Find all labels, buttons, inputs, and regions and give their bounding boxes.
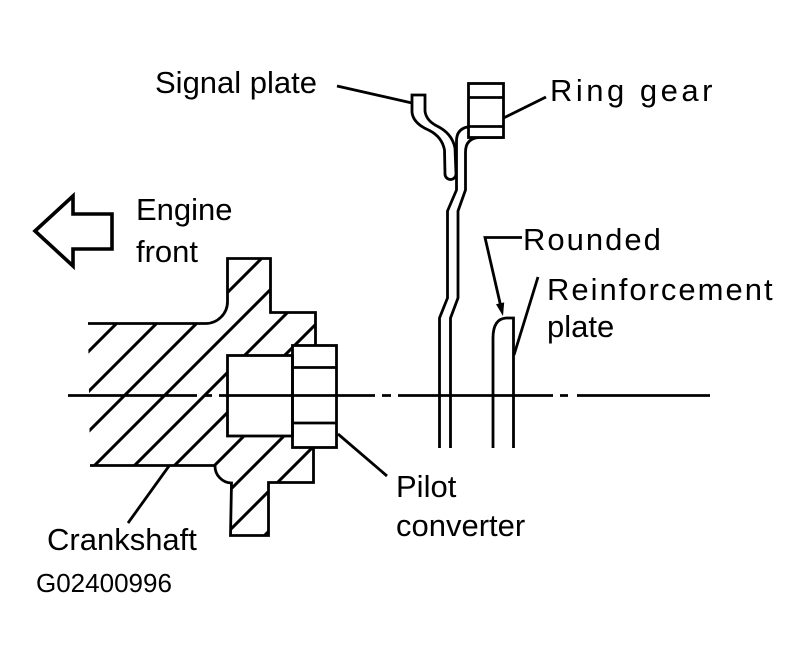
signal-plate-part <box>410 93 458 181</box>
reinforcement-plate-part <box>491 316 515 448</box>
crankshaft-outline-lower <box>90 447 315 537</box>
label-crankshaft: Crankshaft <box>47 522 197 557</box>
label-pilot-line1: Pilot <box>396 469 457 504</box>
crankshaft-leader <box>126 465 171 524</box>
crankshaft-outline-upper <box>88 257 317 346</box>
drive-plate-right-line <box>449 136 503 448</box>
label-pilot-line2: converter <box>396 508 525 543</box>
label-reinforcement-line2: plate <box>547 309 614 344</box>
label-rounded: Rounded <box>523 222 663 257</box>
label-reinforcement-line1: Reinforcement <box>547 272 775 307</box>
ring-gear-leader <box>502 95 547 120</box>
ring-gear-part <box>467 82 505 139</box>
rounded-leader <box>483 236 522 316</box>
ring-gear-inner-lines <box>468 96 504 128</box>
rounded-leader-arrowhead <box>496 302 505 316</box>
reinforcement-plate-leader <box>512 276 540 356</box>
label-engine-front-line2: front <box>136 234 198 269</box>
signal-plate-leader <box>336 84 413 105</box>
pilot-hub-division-lines <box>292 366 337 425</box>
figure-code: G02400996 <box>36 568 172 598</box>
engine-front-arrow-icon <box>32 191 114 271</box>
label-ring-gear: Ring gear <box>550 73 716 108</box>
pilot-converter-leader <box>337 432 388 478</box>
label-engine-front-line1: Engine <box>136 192 233 227</box>
ring-gear-rect <box>467 82 505 139</box>
label-signal-plate: Signal plate <box>155 65 317 100</box>
